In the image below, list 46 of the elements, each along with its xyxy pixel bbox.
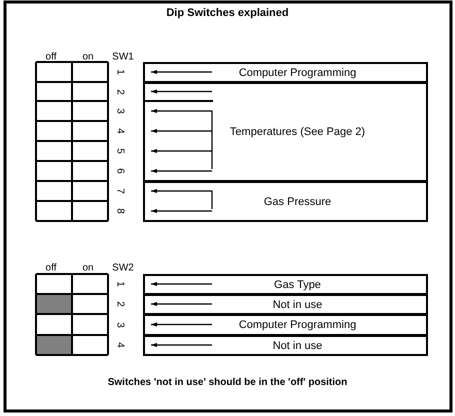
column-header: off: [46, 262, 56, 274]
switch-number: 1: [112, 278, 128, 290]
switch-number: 2: [112, 298, 128, 310]
description-text: Gas Pressure: [264, 196, 332, 208]
column-header: on: [82, 262, 94, 274]
description-box: [143, 62, 428, 83]
switch-bank-label: SW2: [112, 262, 134, 274]
switch-number: 5: [112, 144, 128, 158]
switch-number: 3: [112, 318, 128, 331]
description-text: Not in use: [272, 298, 322, 310]
switch-number: 4: [112, 124, 128, 138]
description-box: [143, 181, 428, 222]
arrow: [151, 128, 212, 134]
switch-number: 3: [112, 104, 128, 118]
description-box: [143, 294, 428, 315]
description-text: Computer Programming: [238, 319, 356, 331]
arrow: [151, 342, 212, 348]
switch-bank-label: SW1: [112, 52, 134, 62]
arrow: [151, 208, 212, 214]
description-text: Gas Type: [274, 278, 321, 290]
title: Dip Switches explained: [165, 7, 290, 19]
arrow: [151, 188, 213, 209]
description-box: [143, 274, 428, 295]
description-box: [143, 314, 428, 336]
arrow: [151, 108, 213, 169]
note: Switches 'not in use' should be in the 'off' position: [106, 377, 348, 388]
switch-number: 1: [112, 66, 128, 78]
column-header: off: [46, 52, 56, 62]
arrow: [151, 148, 212, 154]
column-header: on: [82, 52, 94, 62]
arrow: [151, 70, 212, 74]
description-text: Temperatures (See Page 2): [230, 126, 366, 138]
switch-number: 2: [112, 85, 128, 98]
description-box: [143, 82, 428, 182]
description-text: Not in use: [272, 340, 322, 352]
switch-number: 6: [112, 164, 128, 178]
arrow: [151, 322, 212, 327]
switch-number: 7: [112, 184, 128, 198]
description-text: Computer Programming: [238, 66, 356, 78]
arrow: [151, 302, 212, 306]
arrow: [151, 89, 212, 94]
arrow: [151, 282, 212, 286]
description-box: [143, 335, 428, 356]
switch-number: 8: [112, 204, 128, 218]
switch-number: 4: [112, 338, 128, 352]
arrow: [151, 168, 212, 174]
